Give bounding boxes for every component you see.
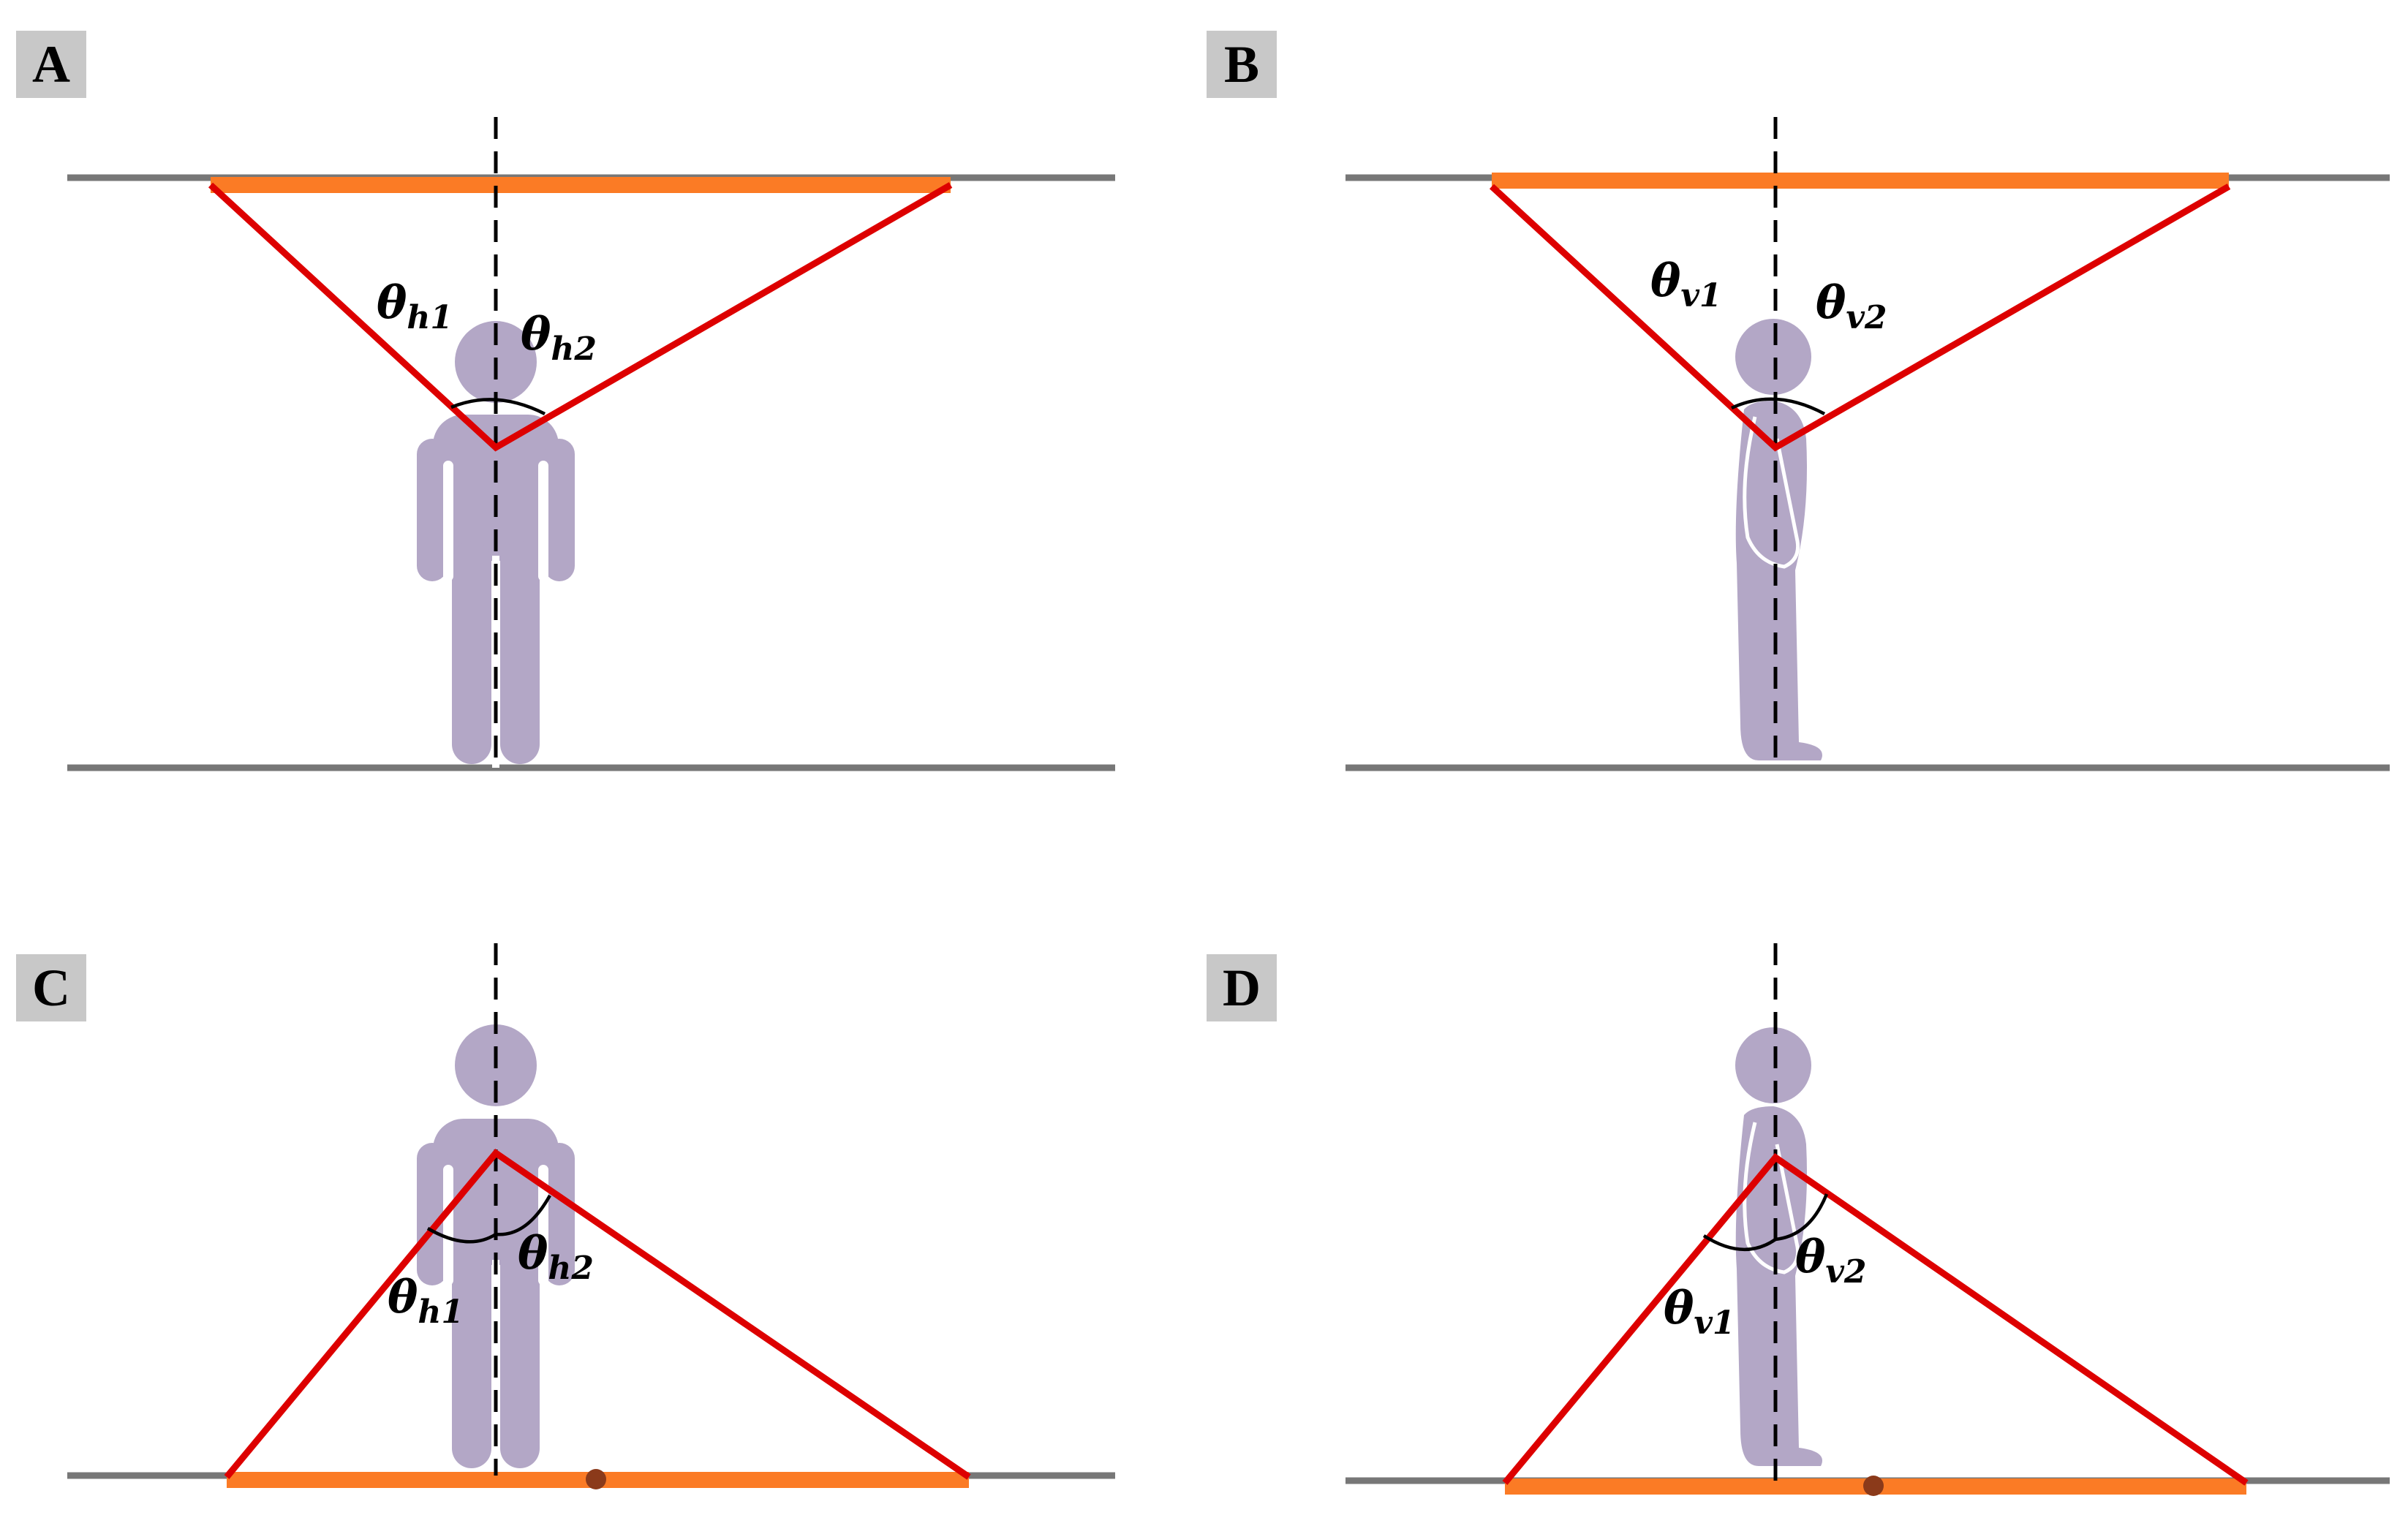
angle-label-h1: θh1	[377, 276, 453, 336]
panel-label-box	[16, 31, 86, 98]
floor-marker-dot	[586, 1469, 606, 1489]
angle-label-v1: θv1	[1650, 254, 1722, 314]
floor-marker-dot	[1863, 1476, 1884, 1496]
angle-label-v2: θv2	[1816, 276, 1887, 336]
panel-b: B θv1 θv2	[1207, 31, 2390, 771]
view-rays	[1489, 184, 2231, 452]
panel-label: D	[1223, 959, 1261, 1017]
panel-label-box	[16, 954, 86, 1021]
panel-label-box	[1207, 954, 1277, 1021]
angle-label-h1: θh1	[388, 1270, 464, 1331]
angle-arc-right	[495, 1194, 551, 1236]
angle-arc	[450, 398, 546, 416]
person-side-icon	[1735, 319, 1822, 760]
angle-arc-left	[426, 1227, 497, 1244]
view-rays	[224, 1148, 971, 1480]
view-rays	[208, 182, 953, 452]
angle-label-v1: θv1	[1664, 1281, 1735, 1342]
panel-label: A	[32, 35, 70, 94]
angle-arc-right	[1775, 1193, 1829, 1242]
angle-label-h2: θh2	[521, 307, 597, 368]
panel-label: B	[1224, 35, 1259, 94]
angle-label-h2: θh2	[518, 1226, 594, 1287]
view-rays	[1502, 1152, 2249, 1486]
angle-arc	[1731, 397, 1826, 415]
panel-label: C	[32, 959, 70, 1017]
angle-label-v2: θv2	[1795, 1230, 1867, 1291]
panel-d: D θv1 θv2	[1207, 943, 2390, 1496]
panel-a: A θh1 θh2	[16, 31, 1115, 771]
panel-label-box	[1207, 31, 1277, 98]
angle-arc-left	[1702, 1234, 1777, 1252]
panel-c: C θh1 θh2	[16, 943, 1115, 1489]
